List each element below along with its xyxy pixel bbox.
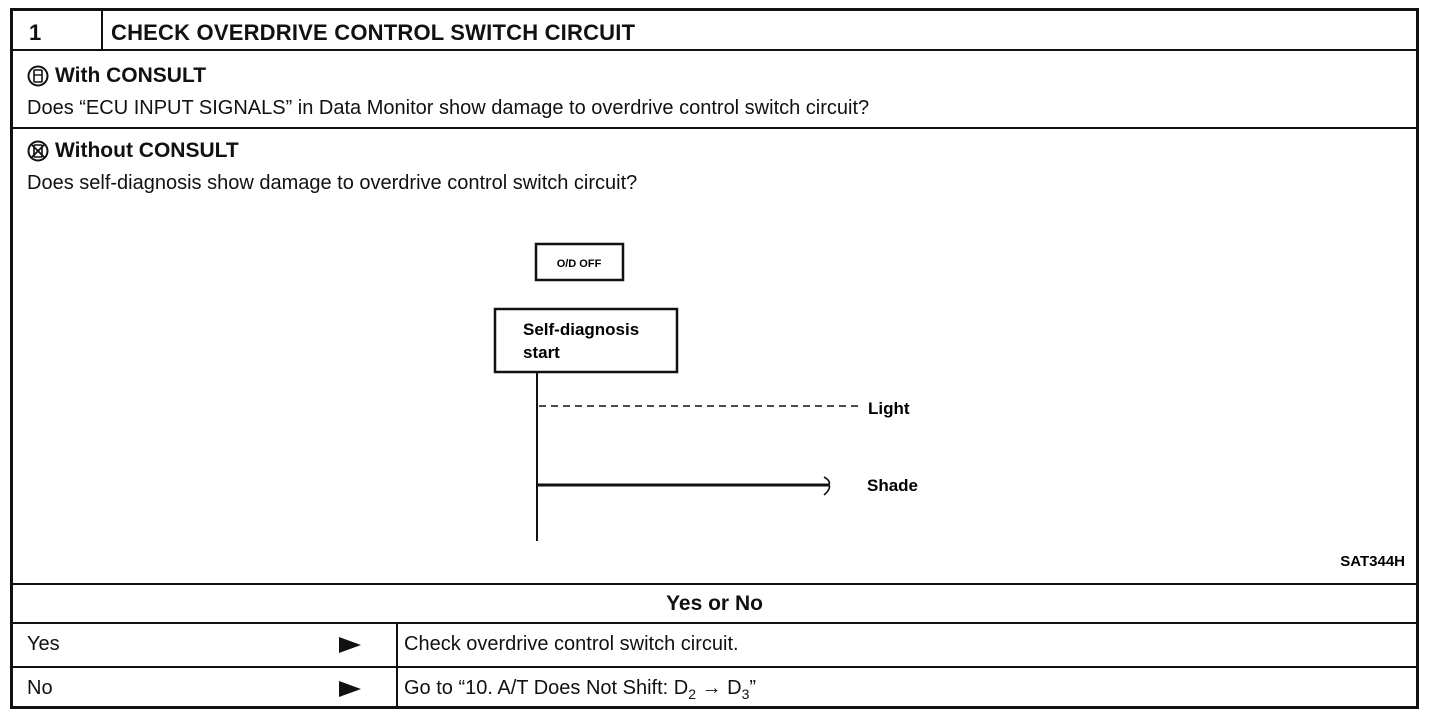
no-action-suffix: ” <box>749 677 757 699</box>
without-consult-heading: Without CONSULT <box>27 139 239 163</box>
od-off-switch-box <box>534 242 625 282</box>
arrow-right-icon <box>339 637 361 653</box>
without-consult-title: Without CONSULT <box>55 139 239 162</box>
row-divider <box>13 583 1416 585</box>
light-label: Light <box>868 399 910 418</box>
answer-yes-label: Yes <box>27 633 60 655</box>
step-number: 1 <box>29 20 42 45</box>
shade-label: Shade <box>867 476 918 495</box>
arrow-right-icon <box>339 681 361 697</box>
answer-divider <box>396 622 398 709</box>
start-label-line2: start <box>523 343 560 362</box>
header-divider <box>101 11 103 49</box>
row-divider <box>13 127 1416 129</box>
diagnostic-procedure-table: 1 CHECK OVERDRIVE CONTROL SWITCH CIRCUIT… <box>10 8 1419 709</box>
self-diagnosis-start-box <box>493 307 679 374</box>
consult-tool-icon <box>27 65 49 87</box>
yes-or-no-prompt: Yes or No <box>666 592 763 615</box>
without-consult-text: Does self-diagnosis show damage to overd… <box>27 172 638 194</box>
with-consult-text: Does “ECU INPUT SIGNALS” in Data Monitor… <box>27 97 870 119</box>
step-title: CHECK OVERDRIVE CONTROL SWITCH CIRCUIT <box>111 20 636 45</box>
answer-no-action: Go to “10. A/T Does Not Shift: D2 → D3” <box>404 677 756 702</box>
with-consult-title: With CONSULT <box>55 64 207 87</box>
row-divider <box>13 666 1416 668</box>
no-action-sub2: 3 <box>741 686 750 702</box>
start-label-line1: Self-diagnosis <box>523 320 639 339</box>
no-action-sub1: 2 <box>688 686 696 702</box>
answer-no-label: No <box>27 677 53 699</box>
self-diagnosis-diagram: O/D OFF Self-diagnosis start Light Shade… <box>493 242 1405 570</box>
no-action-arrow: → D <box>696 677 742 699</box>
with-consult-heading: With CONSULT <box>27 64 206 88</box>
row-divider <box>13 49 1416 51</box>
no-action-prefix: Go to “10. A/T Does Not Shift: D <box>404 677 689 699</box>
answer-yes-action: Check overdrive control switch circuit. <box>404 633 739 655</box>
no-consult-icon <box>27 140 49 162</box>
figure-code: SAT344H <box>1340 553 1405 570</box>
row-divider <box>13 622 1416 624</box>
od-off-label: O/D OFF <box>557 258 602 270</box>
line-break-mark <box>823 476 831 496</box>
